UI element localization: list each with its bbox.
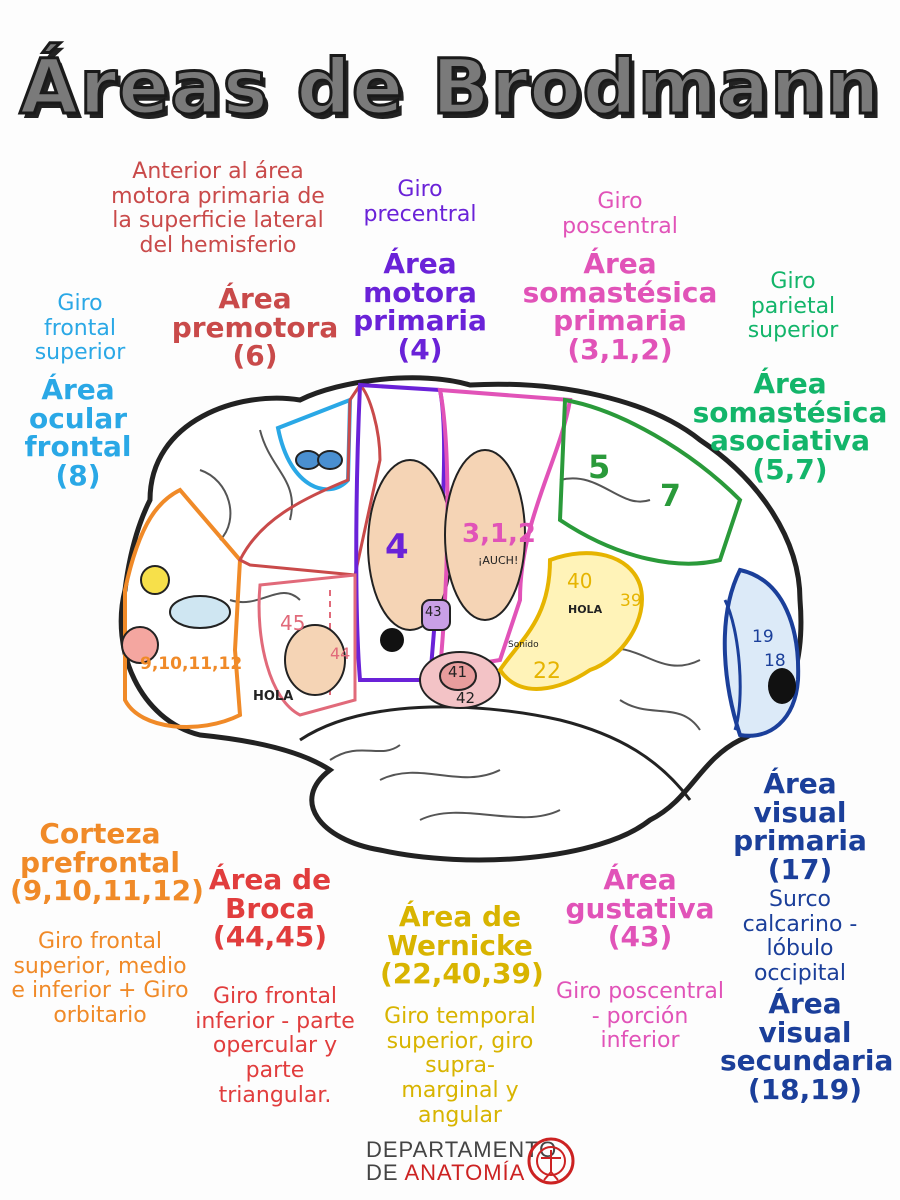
visual1-name: Área visual primaria (17) <box>733 767 867 886</box>
brain-label-hola2: HOLA <box>568 603 603 616</box>
brain-label-22: 22 <box>533 659 561 684</box>
prefrontal-desc: Giro frontal superior, medio e inferior … <box>11 929 189 1028</box>
brain-label-prefrontal: 9,10,11,12 <box>140 654 243 674</box>
visual2-name: Área visual secundaria (18,19) <box>720 987 894 1106</box>
brain-label-40: 40 <box>567 569 593 593</box>
brain-label-18: 18 <box>764 651 786 671</box>
page-title: Áreas de Brodmann <box>18 41 881 133</box>
brain-label-44: 44 <box>330 644 351 663</box>
gustativa-desc: Giro poscentral - porción inferior <box>556 979 724 1054</box>
brain-label-45: 45 <box>280 611 306 635</box>
brain-label-39: 39 <box>620 591 642 611</box>
brain-label-7: 7 <box>660 479 681 514</box>
prefrontal-name: Corteza prefrontal (9,10,11,12) <box>10 817 204 908</box>
broca-name: Área de Broca (44,45) <box>208 863 332 954</box>
premotora-desc: Anterior al área motora primaria de la s… <box>111 159 325 258</box>
footer-logo: DEPARTAMENTO DE ANATOMÍA <box>366 1138 576 1184</box>
brain-label-19: 19 <box>752 627 774 647</box>
ocular-name: Área ocular frontal (8) <box>24 373 132 492</box>
asociativa-desc: Giro parietal superior <box>747 269 839 344</box>
somestesica-name: Área somastésica primaria (3,1,2) <box>522 247 718 366</box>
motora-desc: Giro precentral <box>363 177 477 227</box>
footer-line1: DEPARTAMENTO <box>366 1137 558 1162</box>
premotora-name: Área premotora (6) <box>171 282 339 373</box>
brain-label-312: 3,1,2 <box>462 519 537 549</box>
brain-label-sonido: Sonido <box>508 640 539 650</box>
sensory-homunculus-body <box>444 449 526 621</box>
wernicke-name: Área de Wernicke (22,40,39) <box>380 900 544 991</box>
asociativa-name: Área somastésica asociativa (5,7) <box>692 367 888 486</box>
brain-label-5: 5 <box>588 448 611 486</box>
ocular-desc: Giro frontal superior <box>34 291 126 366</box>
brain-label-42: 42 <box>456 689 476 707</box>
seal-icon <box>527 1137 575 1185</box>
footer-line2b: ANATOMÍA <box>404 1160 526 1186</box>
brain-label-auch: ¡AUCH! <box>478 554 519 567</box>
brain-label-41: 41 <box>448 663 468 681</box>
wernicke-desc: Giro temporal superior, giro supra-margi… <box>384 1004 536 1128</box>
brain-label-hola1: HOLA <box>253 689 294 704</box>
gustativa-name: Área gustativa (43) <box>565 863 715 954</box>
brain-label-43: 43 <box>425 605 442 620</box>
motora-name: Área motora primaria (4) <box>353 247 487 366</box>
somestesica-desc: Giro poscentral <box>562 189 678 239</box>
brain-label-4: 4 <box>385 527 409 567</box>
visual1-desc: Surco calcarino - lóbulo occipital <box>742 887 858 986</box>
footer-line2a: DE <box>366 1160 405 1186</box>
broca-desc: Giro frontal inferior - parte opercular … <box>195 984 355 1108</box>
